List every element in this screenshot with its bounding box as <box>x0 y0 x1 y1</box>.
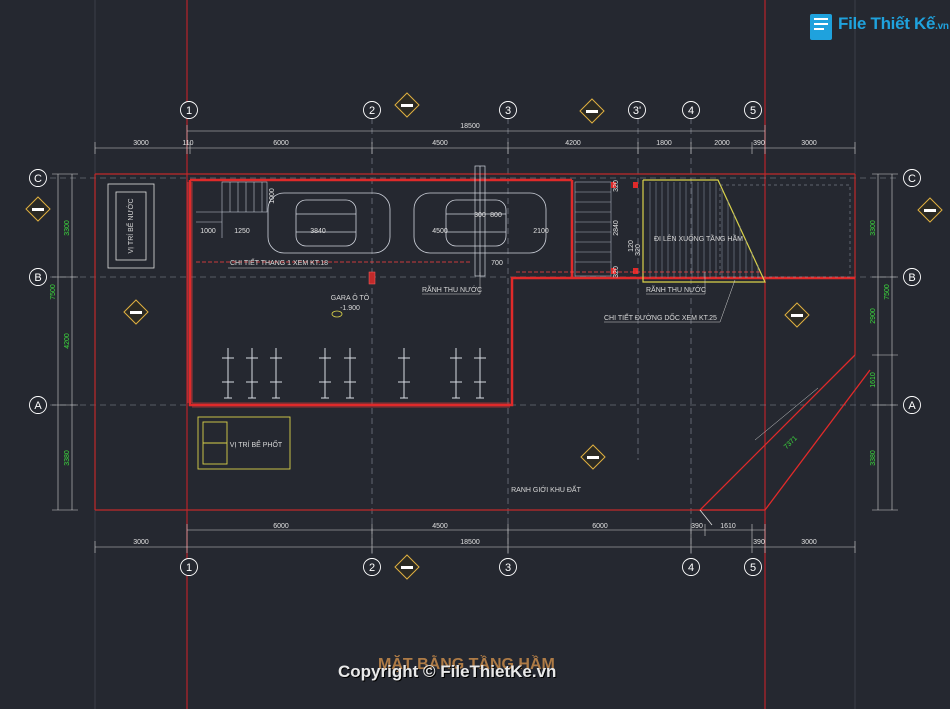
copyright-watermark: Copyright © FileThietKe.vn <box>338 662 557 681</box>
inner-dim-2: 1250 <box>234 228 250 235</box>
dim-right-4: 1610 <box>870 372 877 388</box>
dim-top-2: 110 <box>182 140 193 147</box>
dim-bottom-inner-1: 6000 <box>273 523 289 530</box>
axis-label-2-bottom: 2 <box>369 562 375 574</box>
dim-bottom-inner-5: 1610 <box>720 523 736 530</box>
dim-top-4: 4500 <box>432 140 448 147</box>
axis-label-2-top: 2 <box>369 105 375 117</box>
dim-top-total: 18500 <box>460 123 480 130</box>
label-ramp-detail: CHI TIẾT ĐƯỜNG DỐC XEM KT.25 <box>604 312 717 322</box>
label-drain-1: RÃNH THU NƯỚC <box>422 285 482 294</box>
label-drain-2: RÃNH THU NƯỚC <box>646 285 706 294</box>
inner-dim-14: 320 <box>613 266 620 278</box>
axis-label-1-top: 1 <box>186 105 192 117</box>
dim-right-3: 2900 <box>870 308 877 324</box>
label-garage: GARA Ô TÔ <box>331 293 370 302</box>
label-diag-dim: 7371 <box>783 435 799 451</box>
axis-label-3-top: 3 <box>505 105 511 117</box>
dim-top-7: 2000 <box>714 140 730 147</box>
axis-label-a-left: A <box>34 400 42 412</box>
inner-dim-12: 120 <box>628 240 635 252</box>
inner-dim-11: 2840 <box>613 220 620 236</box>
axis-label-a-right: A <box>908 400 916 412</box>
dim-top-1: 3000 <box>133 140 149 147</box>
axis-label-5-top: 5 <box>750 105 756 117</box>
logo-main-text: File Thiết Kế <box>838 14 936 33</box>
label-stair-detail: CHI TIẾT THANG 1 XEM KT.18 <box>230 257 328 267</box>
dim-bottom-inner-4: 390 <box>691 523 703 530</box>
axis-label-3prime-top: 3' <box>633 105 641 117</box>
inner-dim-9: 1000 <box>269 188 276 204</box>
inner-dim-1: 1000 <box>200 228 216 235</box>
axis-label-c-right: C <box>908 173 916 185</box>
dim-left-1: 3300 <box>64 220 71 236</box>
dim-right-2: 7500 <box>884 284 891 300</box>
dim-bottom-inner-6: 390 <box>753 539 765 546</box>
axis-label-b-left: B <box>34 272 41 284</box>
dim-right-5: 3380 <box>870 450 877 466</box>
inner-dim-10: 320 <box>613 180 620 192</box>
dim-bottom-inner-2: 4500 <box>432 523 448 530</box>
label-septic-tank: VỊ TRÍ BỂ PHỐT <box>230 439 283 449</box>
logo-wordmark[interactable]: File Thiết Kế.vn <box>838 14 949 34</box>
dim-bottom-inner-3: 6000 <box>592 523 608 530</box>
dim-left-3: 4200 <box>64 333 71 349</box>
dim-top-8: 390 <box>753 140 765 147</box>
label-site-boundary: RANH GIỚI KHU ĐẤT <box>511 484 582 494</box>
logo-suffix-text: .vn <box>935 21 949 32</box>
filethietke-logo-icon <box>810 14 832 40</box>
dim-left-4: 3380 <box>64 450 71 466</box>
dim-right-1: 3300 <box>870 220 877 236</box>
inner-dim-13: 320 <box>635 244 642 256</box>
dim-top-3: 6000 <box>273 140 289 147</box>
axis-label-b-right: B <box>908 272 915 284</box>
dim-bottom-outer-right: 3000 <box>801 539 817 546</box>
drawing-title: MẶT BẰNG TẦNG HẦM <box>378 656 555 673</box>
label-ramp: ĐI LÊN XUỐNG TẦNG HẦM <box>654 233 743 243</box>
dim-left-2: 7500 <box>50 284 57 300</box>
dim-bottom-outer-left: 3000 <box>133 539 149 546</box>
inner-dim-7: 800 <box>490 212 502 219</box>
inner-dim-5: 2100 <box>533 228 549 235</box>
dim-top-5: 4200 <box>565 140 581 147</box>
axis-label-4-bottom: 4 <box>688 562 694 574</box>
label-water-tank: VỊ TRÍ BỂ NƯỚC <box>126 198 135 253</box>
inner-dim-8: 700 <box>491 260 503 267</box>
dim-top-6: 1800 <box>656 140 672 147</box>
inner-dim-3: 3840 <box>310 228 326 235</box>
axis-label-c-left: C <box>34 173 42 185</box>
axis-label-5-bottom: 5 <box>750 562 756 574</box>
label-garage-level: -1.900 <box>340 305 360 312</box>
inner-dim-6: 300 <box>474 212 486 219</box>
dim-top-9: 3000 <box>801 140 817 147</box>
axis-label-4-top: 4 <box>688 105 694 117</box>
inner-dim-4: 4500 <box>432 228 448 235</box>
axis-label-1-bottom: 1 <box>186 562 192 574</box>
axis-label-3-bottom: 3 <box>505 562 511 574</box>
dim-bottom-total: 18500 <box>460 539 480 546</box>
